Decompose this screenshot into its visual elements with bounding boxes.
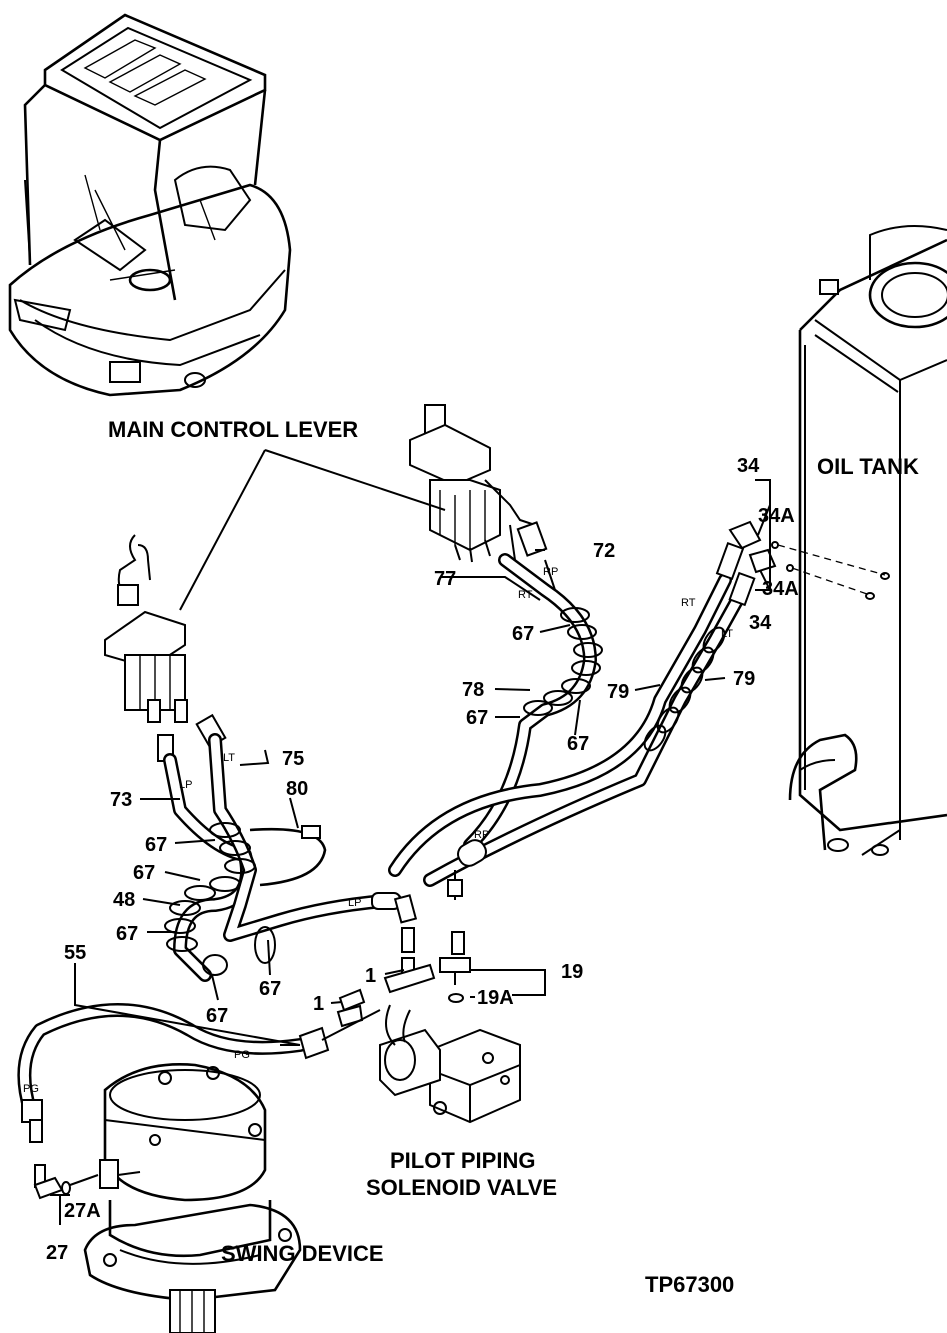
right-control-lever-unit [409,404,548,563]
section-labels: MAIN CONTROL LEVER OIL TANK PILOT PIPING… [108,417,919,1297]
swing-fittings [21,1099,99,1200]
callout-67: 67 [567,733,589,755]
callout-75: 75 [282,748,304,770]
hose-tag-lp: LP [348,897,361,909]
oil-tank-illustration [788,225,947,856]
callout-34a: 34A [758,505,795,527]
callout-77: 77 [434,568,456,590]
figure-id: TP67300 [645,1272,734,1297]
spiral-guard-right-upper [523,607,603,716]
callout-67: 67 [116,923,138,945]
solenoid-valve-block [379,1004,521,1124]
callout-67: 67 [259,978,281,1000]
label-swing-device: SWING DEVICE [221,1241,384,1266]
excavator-cab-illustration [8,13,292,397]
left-control-lever-unit [104,534,227,762]
leader-lines [50,449,771,1225]
hose-tag-lt: LT [721,628,733,640]
hose-tag-pg: PG [234,1049,250,1061]
part-callouts: 34 34A 34A 34 72 77 67 78 67 67 79 79 75… [46,455,799,1264]
callout-34: 34 [737,455,760,477]
callout-79: 79 [733,668,755,690]
callout-80: 80 [286,778,308,800]
hose-tag-rp: RP [543,566,558,578]
callout-67: 67 [512,623,534,645]
callout-73: 73 [110,789,132,811]
label-main-control-lever: MAIN CONTROL LEVER [108,417,358,442]
callout-67: 67 [145,834,167,856]
callout-48: 48 [113,889,135,911]
callout-67: 67 [206,1005,228,1027]
callout-78: 78 [462,679,484,701]
spiral-guards [164,607,726,976]
callout-67: 67 [133,862,155,884]
callout-1: 1 [365,965,376,987]
label-pilot-piping: PILOT PIPING [390,1148,535,1173]
tank-fittings [715,520,890,607]
hose-tag-lp: LP [179,779,192,791]
rp-fitting [447,839,487,900]
hose-band [249,827,327,887]
callout-79: 79 [607,681,629,703]
callout-19a: 19A [477,987,514,1009]
callout-34a: 34A [762,578,799,600]
label-solenoid-valve: SOLENOID VALVE [366,1175,557,1200]
callout-67: 67 [466,707,488,729]
label-oil-tank: OIL TANK [817,454,919,479]
callout-55: 55 [64,942,86,964]
callout-34: 34 [749,612,772,634]
hose-tag-lt: LT [223,752,235,764]
hose-tag-pg: PG [23,1083,39,1095]
pilot-adapters [280,927,471,1060]
hose-tag-rt: RT [518,589,533,601]
lp-fitting [371,892,418,924]
swing-device-illustration [83,1063,302,1333]
callout-27: 27 [46,1242,68,1264]
callout-72: 72 [593,540,615,562]
spiral-guard-tank [643,626,726,752]
callout-19: 19 [561,961,583,983]
callout-1: 1 [313,993,324,1015]
hose-tags: RP RT RT LT LT LP LP RP PG PG [23,566,733,1095]
hose-tag-rp: RP [474,829,489,841]
callout-27a: 27A [64,1200,101,1222]
spiral-guard-left [164,822,256,952]
hose-tag-rt: RT [681,597,696,609]
